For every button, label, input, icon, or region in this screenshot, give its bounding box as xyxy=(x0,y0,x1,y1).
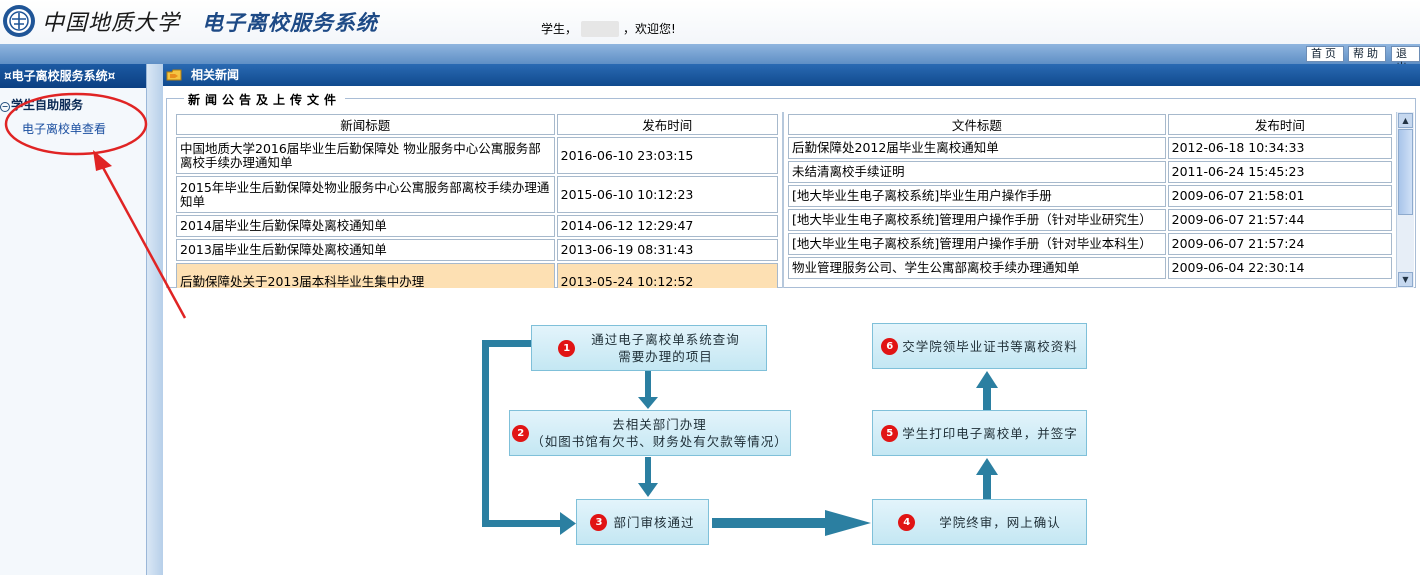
step6-label: 交学院领毕业证书等离校资料 xyxy=(902,338,1078,354)
step4-label: 学院终审，网上确认 xyxy=(939,514,1061,530)
file-time-header: 发布时间 xyxy=(1167,114,1392,135)
table-row[interactable]: 物业管理服务公司、学生公寓部离校手续办理通知单 2009-06-04 22:30… xyxy=(788,257,1392,279)
step2-line2: （如图书馆有欠书、财务处有欠款等情况） xyxy=(531,434,788,449)
sidebar-title-icon: ¤ xyxy=(107,69,116,83)
step-number-badge: 4 xyxy=(898,513,916,531)
file-title-header: 文件标题 xyxy=(788,114,1166,135)
step-number-badge: 6 xyxy=(881,337,899,355)
step-number-badge: 3 xyxy=(590,513,608,531)
file-time-cell: 2012-06-18 10:34:33 xyxy=(1167,137,1392,159)
news-time-cell: 2015-06-10 10:12:23 xyxy=(556,176,778,213)
flow-step-1: 1 通过电子离校单系统查询需要办理的项目 xyxy=(531,325,767,371)
flow-step-2: 2 去相关部门办理 （如图书馆有欠书、财务处有欠款等情况） xyxy=(509,410,791,456)
file-title-cell[interactable]: 后勤保障处2012届毕业生离校通知单 xyxy=(788,137,1166,159)
file-time-cell: 2011-06-24 15:45:23 xyxy=(1167,161,1392,183)
file-time-cell: 2009-06-07 21:57:44 xyxy=(1167,209,1392,231)
welcome-message: 学生， ，欢迎您! xyxy=(541,20,676,37)
step1-line1: 通过电子离校单系统查询 xyxy=(591,332,740,347)
news-title-cell[interactable]: 2015年毕业生后勤保障处物业服务中心公寓服务部离校手续办理通知单 xyxy=(176,176,555,213)
table-row[interactable]: 中国地质大学2016届毕业生后勤保障处 物业服务中心公寓服务部离校手续办理通知单… xyxy=(176,137,778,174)
file-time-cell: 2009-06-07 21:57:24 xyxy=(1167,233,1392,255)
table-row[interactable]: [地大毕业生电子离校系统]毕业生用户操作手册 2009-06-07 21:58:… xyxy=(788,185,1392,207)
redacted-username xyxy=(581,21,620,37)
files-table: 文件标题 发布时间 后勤保障处2012届毕业生离校通知单 2012-06-18 … xyxy=(786,112,1394,281)
files-scrollbar[interactable]: ▲ ▼ xyxy=(1396,112,1414,288)
home-button[interactable]: 首页 xyxy=(1306,46,1344,62)
collapse-icon[interactable]: − xyxy=(0,102,10,112)
news-table: 新闻标题 发布时间 中国地质大学2016届毕业生后勤保障处 物业服务中心公寓服务… xyxy=(174,112,780,288)
step5-label: 学生打印电子离校单，并签字 xyxy=(902,425,1078,441)
table-divider xyxy=(782,112,784,288)
sidebar-splitter[interactable] xyxy=(147,64,163,575)
news-title-header: 新闻标题 xyxy=(176,114,555,135)
top-nav-bar: 首页 帮助 退出 xyxy=(0,44,1420,74)
scroll-up-icon[interactable]: ▲ xyxy=(1398,113,1413,128)
step-number-badge: 1 xyxy=(558,339,576,357)
annotation-arrow xyxy=(98,161,187,319)
news-time-cell: 2014-06-12 12:29:47 xyxy=(556,215,778,237)
system-name: 电子离校服务系统 xyxy=(202,11,378,35)
panel-legend: 新闻公告及上传文件 xyxy=(184,91,346,108)
file-title-cell[interactable]: 物业管理服务公司、学生公寓部离校手续办理通知单 xyxy=(788,257,1166,279)
table-row[interactable]: 2013届毕业生后勤保障处离校通知单 2013-06-19 08:31:43 xyxy=(176,239,778,261)
annotation-circle xyxy=(4,92,148,156)
scroll-down-icon[interactable]: ▼ xyxy=(1398,272,1413,287)
step1-line2: 需要办理的项目 xyxy=(618,349,713,364)
sidebar-title: ¤电子离校服务系统¤ xyxy=(0,64,146,88)
welcome-suffix: ，欢迎您! xyxy=(623,22,676,36)
flow-step-4: 4 学院终审，网上确认 xyxy=(872,499,1087,545)
file-title-cell[interactable]: 未结清离校手续证明 xyxy=(788,161,1166,183)
files-table-container[interactable]: 文件标题 发布时间 后勤保障处2012届毕业生离校通知单 2012-06-18 … xyxy=(786,112,1394,288)
news-table-container[interactable]: 新闻标题 发布时间 中国地质大学2016届毕业生后勤保障处 物业服务中心公寓服务… xyxy=(174,112,780,288)
file-title-cell[interactable]: [地大毕业生电子离校系统]毕业生用户操作手册 xyxy=(788,185,1166,207)
welcome-prefix: 学生， xyxy=(541,22,578,36)
sidebar: ¤电子离校服务系统¤ −学生自助服务 电子离校单查看 xyxy=(0,64,147,575)
university-logo-icon xyxy=(3,5,35,37)
step2-line1: 去相关部门办理 xyxy=(612,417,707,432)
section-title: 相关新闻 xyxy=(191,68,240,82)
header: 中国地质大学 电子离校服务系统 学生， ，欢迎您! xyxy=(0,0,1420,44)
sidebar-item-view-clearance[interactable]: 电子离校单查看 xyxy=(22,122,107,136)
table-row[interactable]: [地大毕业生电子离校系统]管理用户操作手册（针对毕业研究生） 2009-06-0… xyxy=(788,209,1392,231)
scroll-thumb[interactable] xyxy=(1398,129,1413,215)
file-title-cell[interactable]: [地大毕业生电子离校系统]管理用户操作手册（针对毕业本科生） xyxy=(788,233,1166,255)
table-row[interactable]: [地大毕业生电子离校系统]管理用户操作手册（针对毕业本科生） 2009-06-0… xyxy=(788,233,1392,255)
file-time-cell: 2009-06-07 21:58:01 xyxy=(1167,185,1392,207)
sidebar-title-icon: ¤ xyxy=(4,69,12,83)
table-row[interactable]: 后勤保障处2012届毕业生离校通知单 2012-06-18 10:34:33 xyxy=(788,137,1392,159)
news-title-cell[interactable]: 中国地质大学2016届毕业生后勤保障处 物业服务中心公寓服务部离校手续办理通知单 xyxy=(176,137,555,174)
news-title-cell[interactable]: 2014届毕业生后勤保障处离校通知单 xyxy=(176,215,555,237)
news-folder-icon xyxy=(166,69,182,81)
news-time-header: 发布时间 xyxy=(556,114,778,135)
table-row[interactable]: 2014届毕业生后勤保障处离校通知单 2014-06-12 12:29:47 xyxy=(176,215,778,237)
news-title-cell[interactable]: 后勤保障处关于2013届本科毕业生集中办理 xyxy=(176,263,555,288)
main-header: 相关新闻 xyxy=(163,64,1420,86)
step-number-badge: 5 xyxy=(881,424,899,442)
flow-step-3: 3 部门审核通过 xyxy=(576,499,709,545)
help-button[interactable]: 帮助 xyxy=(1348,46,1386,62)
news-time-cell: 2013-05-24 10:12:52 xyxy=(556,263,778,288)
file-title-cell[interactable]: [地大毕业生电子离校系统]管理用户操作手册（针对毕业研究生） xyxy=(788,209,1166,231)
flow-step-6: 6 交学院领毕业证书等离校资料 xyxy=(872,323,1087,369)
file-time-cell: 2009-06-04 22:30:14 xyxy=(1167,257,1392,279)
news-time-cell: 2013-06-19 08:31:43 xyxy=(556,239,778,261)
flow-step-5: 5 学生打印电子离校单，并签字 xyxy=(872,410,1087,456)
university-name: 中国地质大学 xyxy=(42,11,181,36)
step3-label: 部门审核通过 xyxy=(613,514,695,530)
step-number-badge: 2 xyxy=(512,424,530,442)
table-row[interactable]: 未结清离校手续证明 2011-06-24 15:45:23 xyxy=(788,161,1392,183)
news-title-cell[interactable]: 2013届毕业生后勤保障处离校通知单 xyxy=(176,239,555,261)
news-time-cell: 2016-06-10 23:03:15 xyxy=(556,137,778,174)
table-row[interactable]: 2015年毕业生后勤保障处物业服务中心公寓服务部离校手续办理通知单 2015-0… xyxy=(176,176,778,213)
table-row-highlighted[interactable]: 后勤保障处关于2013届本科毕业生集中办理 2013-05-24 10:12:5… xyxy=(176,263,778,288)
